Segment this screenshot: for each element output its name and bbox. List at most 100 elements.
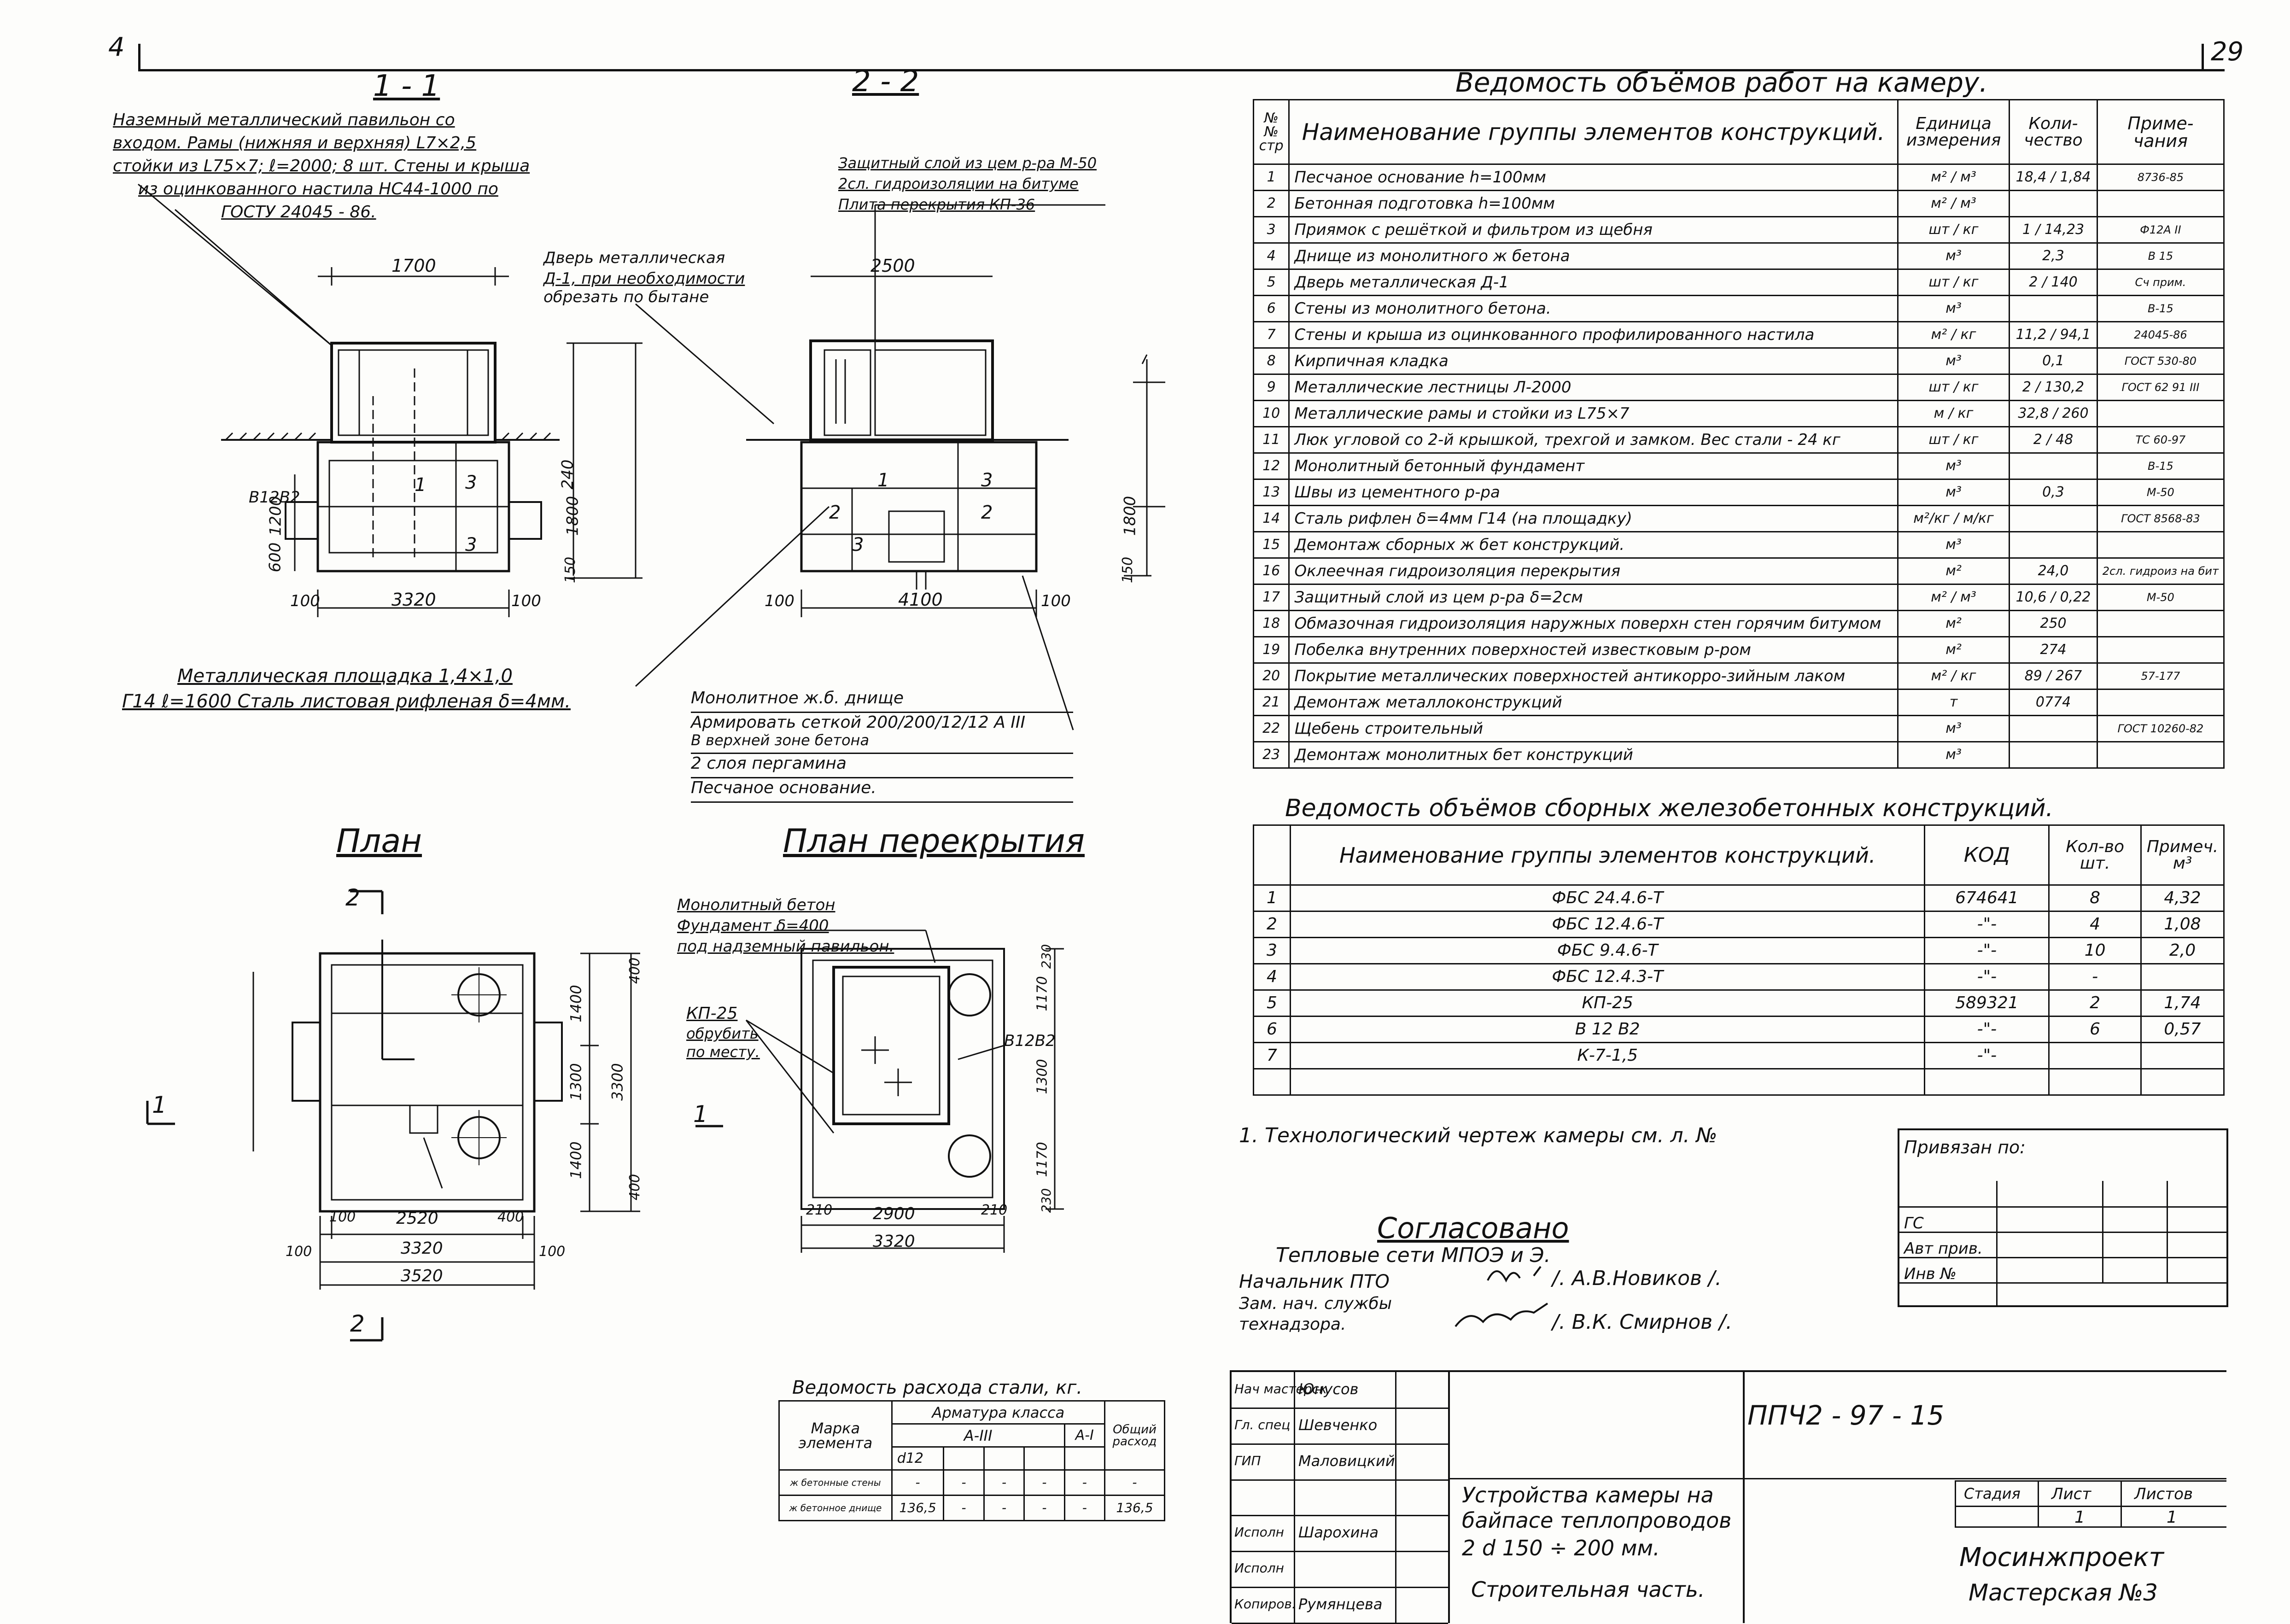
works-cell-qty — [2009, 741, 2098, 769]
steel-col-arm: Арматура класса — [891, 1400, 1105, 1425]
works-cell-qty — [2009, 190, 2098, 217]
works-cell-note: ГОСТ 530-80 — [2096, 347, 2225, 375]
works-cell-note: ТС 60-97 — [2096, 426, 2225, 454]
steel-cell-value: 136,5 — [1104, 1495, 1166, 1521]
person-name: Шевченко — [1298, 1416, 1378, 1434]
precast-cell-num: 3 — [1253, 937, 1291, 964]
works-cell-note: 57-177 — [2096, 662, 2225, 690]
steel-cell-value: - — [1023, 1469, 1065, 1496]
title-desc-1: Устройства камеры на — [1462, 1483, 1714, 1507]
section-1-1-dim-bottom: 3320 — [391, 590, 436, 610]
works-cell-qty: 24,0 — [2009, 557, 2098, 585]
works-cell-unit: м³ — [1897, 479, 2010, 506]
cover-kp-1: КП-25 — [686, 1004, 738, 1023]
works-col-num: №№ стр — [1252, 99, 1290, 165]
works-table: №№ стр Наименование группы элементов кон… — [1252, 99, 2225, 769]
title-sheet-value: 1 — [2074, 1508, 2085, 1527]
title-stage-header: Стадия — [1964, 1485, 2021, 1502]
works-cell-name: Днище из монолитного ж бетона — [1288, 242, 1899, 270]
precast-col-name: Наименование группы элементов конструкци… — [1289, 824, 1926, 886]
works-cell-qty: 0,3 — [2009, 479, 2098, 506]
works-cell-note: ГОСТ 8568-83 — [2096, 505, 2225, 532]
steel-cell-mark: ж бетонные стены — [778, 1469, 893, 1496]
title-block-person-row — [1232, 1479, 1448, 1517]
works-cell-num: 19 — [1252, 636, 1290, 664]
works-cell-num: 2 — [1252, 190, 1290, 217]
works-cell-unit: м² / кг — [1897, 662, 2010, 690]
works-cell-qty: 89 / 267 — [2009, 662, 2098, 690]
works-cell-qty — [2009, 295, 2098, 322]
precast-col-code: КОД — [1924, 824, 2050, 886]
section-1-1-note-3: стойки из L75×7; ℓ=2000; 8 шт. Стены и к… — [113, 157, 530, 175]
steel-col-a3: А-III — [891, 1423, 1065, 1448]
works-cell-unit: м³ — [1897, 295, 2010, 322]
works-cell-name: Дверь металлическая Д-1 — [1288, 269, 1899, 296]
person-role: Исполн — [1234, 1560, 1284, 1576]
works-cell-num: 20 — [1252, 662, 1290, 690]
works-cell-note — [2096, 190, 2225, 217]
works-cell-name: Обмазочная гидроизоляция наружных поверх… — [1288, 610, 1899, 637]
works-cell-qty: 32,8 / 260 — [2009, 400, 2098, 427]
door-note-2: Д-1, при необходимости — [543, 269, 745, 288]
section-1-1-dim-left: 100 — [290, 592, 320, 610]
steel-cell-mark: ж бетонное днище — [778, 1495, 893, 1521]
door-note-3: обрезать по бытане — [543, 288, 709, 306]
binding-row-1: ГС — [1904, 1214, 1924, 1233]
cover-cut: 1 — [693, 1101, 708, 1127]
section-2-2-mark-2a: 2 — [829, 502, 841, 523]
frame-right-tick — [2202, 44, 2204, 71]
works-cell-qty — [2009, 505, 2098, 532]
works-cell-num: 15 — [1252, 531, 1290, 559]
title-desc-2: байпасе теплопроводов — [1462, 1508, 1732, 1533]
section-2-2-mark-3b: 3 — [981, 470, 993, 491]
binding-box: Привязан по: ГС Авт прив. Инв № — [1898, 1128, 2228, 1307]
works-cell-name: Песчаное основание h=100мм — [1288, 164, 1899, 191]
section-1-1-elem-label: В12В2 — [249, 488, 300, 507]
precast-cell-vol — [2140, 963, 2225, 991]
works-cell-qty: 2 / 130,2 — [2009, 374, 2098, 401]
title-desc-3: 2 d 150 ÷ 200 мм. — [1462, 1536, 1660, 1560]
works-cell-unit: м² / м³ — [1897, 584, 2010, 611]
works-cell-note: Сч прим. — [2096, 269, 2225, 296]
section-1-1-note-4: из оцинкованного настила НС44-1000 по — [138, 180, 498, 199]
plan-dim-br: 100 — [539, 1244, 566, 1260]
corner-right-number: 29 — [2211, 37, 2244, 67]
steel-table-title: Ведомость расхода стали, кг. — [792, 1377, 1083, 1398]
title-sheet-header: Лист — [2051, 1485, 2091, 1503]
precast-table-header: Наименование группы элементов конструкци… — [1253, 824, 2225, 886]
works-cell-num: 9 — [1252, 374, 1290, 401]
plan-cover-title: План перекрытия — [783, 822, 1085, 860]
section-1-1-mark-3b: 3 — [465, 534, 477, 555]
title-block-person-row: Копиров.Румянцева — [1232, 1587, 1448, 1624]
works-cell-num: 3 — [1252, 216, 1290, 244]
works-cell-note: ГОСТ 62 91 III — [2096, 374, 2225, 401]
approval-pto-name: /. А.В.Новиков /. — [1552, 1267, 1722, 1290]
precast-cell-name: ФБС 12.4.6-Т — [1289, 911, 1926, 938]
works-cell-unit: м²/кг / м/кг — [1897, 505, 2010, 532]
works-cell-num: 7 — [1252, 321, 1290, 349]
precast-cell-vol: 2,0 — [2140, 937, 2225, 964]
steel-cell-value: - — [1023, 1495, 1065, 1521]
steel-col-total: Общий расход — [1104, 1400, 1166, 1471]
bottom-note-4: 2 слоя пергамина — [691, 754, 1073, 778]
works-cell-unit: м³ — [1897, 741, 2010, 769]
bottom-note-1: Монолитное ж.б. днище — [691, 689, 1073, 713]
section-1-1-dim-right: 100 — [511, 592, 541, 610]
approval-pto-title: Начальник ПТО — [1239, 1271, 1390, 1292]
works-cell-note — [2096, 610, 2225, 637]
works-cell-qty: 11,2 / 94,1 — [2009, 321, 2098, 349]
works-cell-unit: м³ — [1897, 242, 2010, 270]
works-cell-note: М-50 — [2096, 584, 2225, 611]
precast-cell-qty: 6 — [2048, 1016, 2142, 1043]
steel-cell-value: - — [1104, 1469, 1166, 1496]
